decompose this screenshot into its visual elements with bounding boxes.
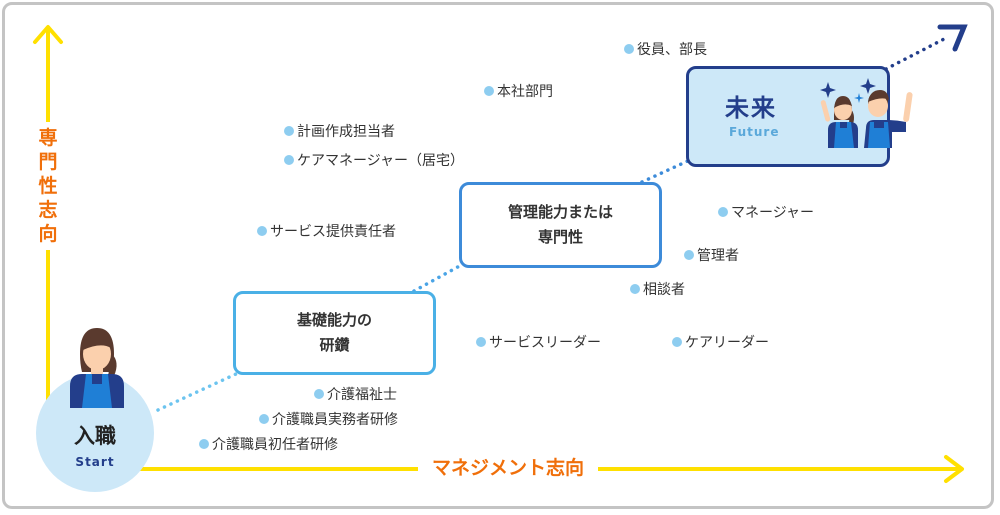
stage-title-line: 基礎能力の	[296, 311, 372, 329]
future-subtitle: Future	[729, 124, 780, 139]
vertical-label-char: 志	[38, 199, 58, 221]
connector-stage2-future	[640, 158, 692, 184]
position-item: マネージャー	[718, 202, 814, 222]
stage-title-line: 専門性	[537, 228, 583, 246]
start-title: 入職	[74, 424, 116, 448]
connector-future-arrow	[884, 36, 948, 71]
bullet-dot-icon	[257, 226, 267, 236]
future-arrow-icon	[937, 24, 968, 52]
bullet-dot-icon	[284, 126, 294, 136]
worker-female-icon	[70, 328, 124, 408]
horizontal-axis-arrowhead	[944, 455, 964, 483]
connector-start-stage1	[156, 372, 238, 412]
position-label: ケアリーダー	[685, 335, 769, 351]
bullet-dot-icon	[284, 155, 294, 165]
bullet-dot-icon	[718, 207, 728, 217]
bullet-dot-icon	[684, 250, 694, 260]
bullet-dot-icon	[672, 337, 682, 347]
bullet-dot-icon	[630, 284, 640, 294]
connector-stage1-stage2	[412, 261, 467, 293]
bullet-dot-icon	[484, 86, 494, 96]
vertical-label-char: 門	[38, 151, 58, 173]
position-item: 本社部門	[484, 81, 553, 101]
bullet-dot-icon	[199, 439, 209, 449]
position-label: 介護職員実務者研修	[272, 412, 398, 428]
horizontal-axis-label: マネジメント志向	[418, 454, 599, 482]
position-label: ケアマネージャー（居宅）	[297, 153, 465, 169]
position-item: 相談者	[630, 279, 685, 299]
bullet-dot-icon	[259, 414, 269, 424]
sparkle-icon	[820, 82, 836, 98]
position-label: 役員、部長	[637, 42, 707, 58]
position-item: ケアリーダー	[672, 332, 769, 352]
future-title: 未来	[725, 93, 777, 122]
bullet-dot-icon	[314, 389, 324, 399]
position-label: マネージャー	[731, 205, 815, 221]
position-item: 介護福祉士	[314, 384, 397, 404]
vertical-axis-arrowhead	[33, 25, 63, 44]
position-label: 介護職員初任者研修	[212, 437, 338, 453]
position-item: 役員、部長	[624, 39, 707, 59]
position-item: サービスリーダー	[476, 332, 601, 352]
position-label: 管理者	[697, 248, 739, 264]
position-label: 計画作成担当者	[297, 124, 395, 140]
sparkle-icon	[860, 78, 876, 94]
stage-title-line: 研鑽	[319, 336, 350, 354]
workers-cheering-icon	[820, 78, 913, 148]
stage-basic-training: 基礎能力の 研鑽	[233, 291, 436, 375]
bullet-dot-icon	[476, 337, 486, 347]
position-item: 介護職員実務者研修	[259, 409, 398, 429]
position-item: ケアマネージャー（居宅）	[284, 150, 464, 170]
position-item: 介護職員初任者研修	[199, 434, 338, 454]
vertical-axis-label: 専 門 性 志 向	[36, 122, 60, 250]
position-label: サービス提供責任者	[270, 224, 396, 240]
position-item: 管理者	[684, 245, 739, 265]
position-label: サービスリーダー	[489, 335, 601, 351]
stage-title-line: 管理能力または	[507, 203, 613, 221]
vertical-label-char: 向	[38, 223, 58, 245]
position-item: サービス提供責任者	[257, 221, 396, 241]
position-label: 相談者	[643, 282, 685, 298]
position-item: 計画作成担当者	[284, 121, 395, 141]
position-label: 本社部門	[497, 84, 553, 100]
bullet-dot-icon	[624, 44, 634, 54]
position-label: 介護福祉士	[327, 387, 397, 403]
vertical-label-char: 性	[38, 175, 58, 197]
sparkle-icon	[854, 93, 864, 103]
future-box: 未来 Future	[686, 66, 890, 167]
vertical-label-char: 専	[38, 127, 58, 149]
start-subtitle: Start	[75, 455, 115, 469]
stage-management-or-expertise: 管理能力または 専門性	[459, 182, 662, 268]
